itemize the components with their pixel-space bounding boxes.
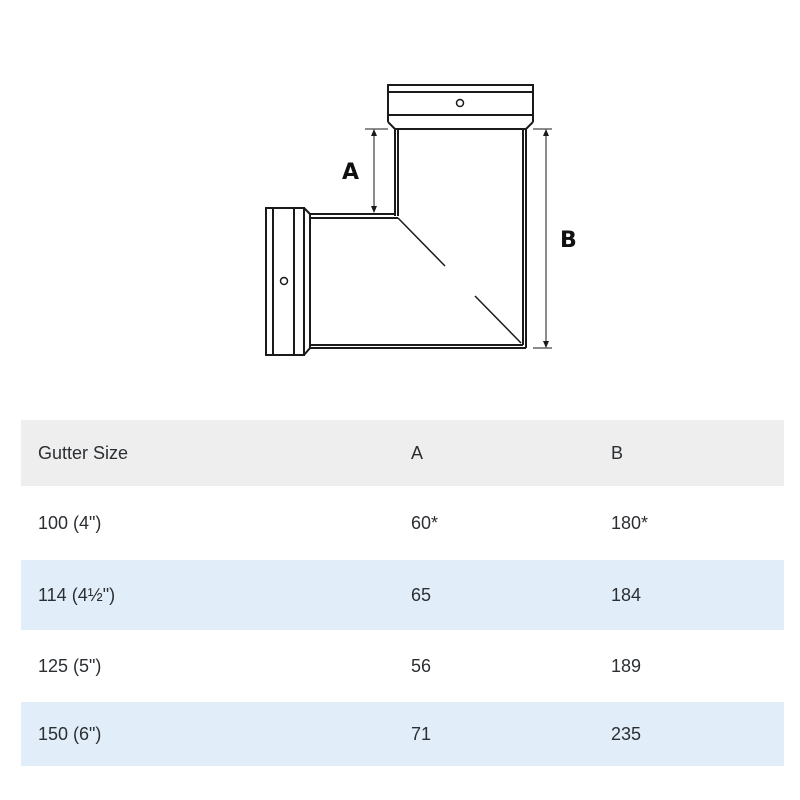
table-row: 114 (4½") 65 184	[21, 560, 784, 630]
dimension-a-label: A	[342, 160, 360, 185]
cell-b: 184	[594, 560, 784, 630]
cell-gutter-size: 114 (4½")	[21, 560, 394, 630]
cell-b: 189	[594, 630, 784, 702]
table-row: 150 (6") 71 235	[21, 702, 784, 766]
table-row: 125 (5") 56 189	[21, 630, 784, 702]
angle-fitting-diagram: A B	[240, 70, 600, 370]
cell-a: 71	[394, 702, 594, 766]
cell-gutter-size: 150 (6")	[21, 702, 394, 766]
table-header-row: Gutter Size A B	[21, 420, 784, 486]
header-gutter-size: Gutter Size	[21, 420, 394, 486]
header-a: A	[394, 420, 594, 486]
cell-b: 235	[594, 702, 784, 766]
header-b: B	[594, 420, 784, 486]
dimensions-table: Gutter Size A B 100 (4") 60* 180* 114 (4…	[21, 420, 784, 766]
dimension-b-label: B	[560, 228, 577, 253]
cell-a: 65	[394, 560, 594, 630]
table-row: 100 (4") 60* 180*	[21, 486, 784, 560]
cell-a: 56	[394, 630, 594, 702]
cell-gutter-size: 125 (5")	[21, 630, 394, 702]
cell-a: 60*	[394, 486, 594, 560]
cell-b: 180*	[594, 486, 784, 560]
cell-gutter-size: 100 (4")	[21, 486, 394, 560]
angle-fitting-drawing-icon	[265, 84, 552, 356]
